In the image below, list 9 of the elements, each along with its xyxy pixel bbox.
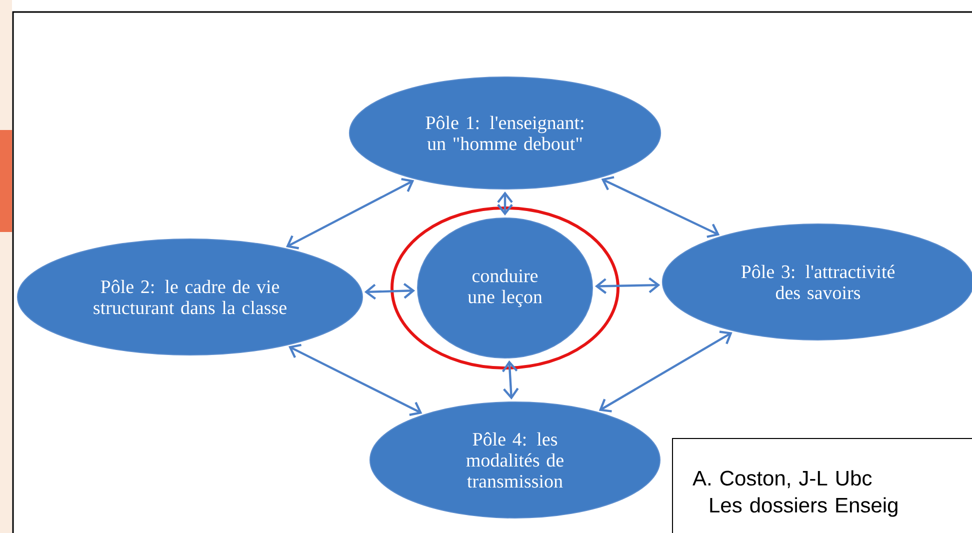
double-arrow: [594, 277, 660, 294]
double-arrow: [598, 330, 732, 412]
double-arrow: [497, 192, 513, 216]
double-arrow: [502, 360, 519, 400]
double-arrow: [601, 176, 720, 238]
citation-box: A. Coston, J-L Ubc Les dossiers Enseig: [672, 438, 972, 533]
double-arrow: [286, 178, 414, 250]
double-arrow: [288, 344, 422, 416]
double-arrow: [364, 282, 416, 300]
